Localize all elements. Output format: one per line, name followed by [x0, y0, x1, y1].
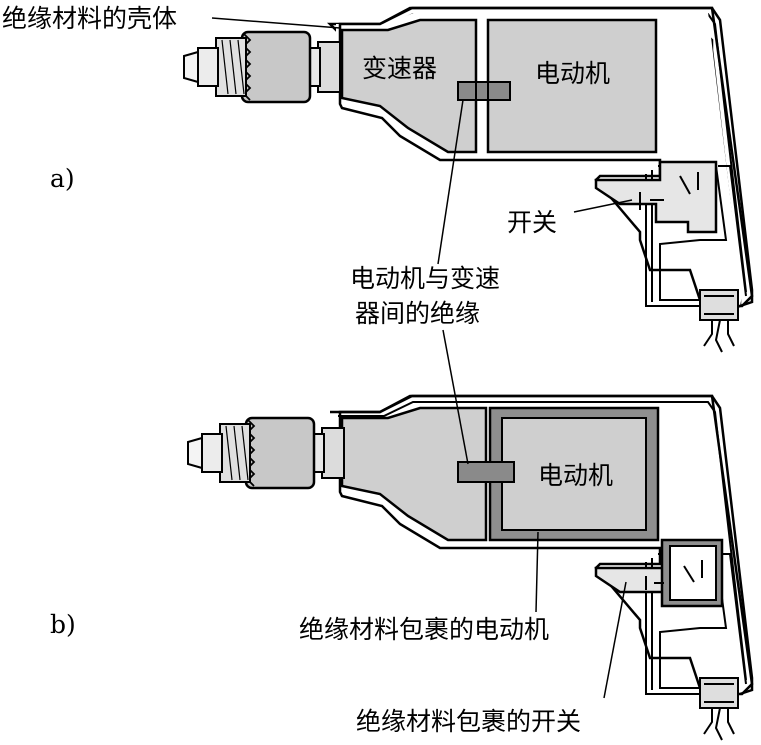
drill-a-switch-leader: [573, 199, 633, 213]
label-wrapped-switch: 绝缘材料包裹的开关: [356, 707, 581, 736]
label-insulation-line1: 电动机与变速: [350, 264, 500, 293]
label-wrapped-motor: 绝缘材料包裹的电动机: [299, 615, 549, 644]
drill-a-chuck: [183, 30, 341, 104]
label-shell: 绝缘材料的壳体: [2, 4, 177, 33]
drill-b-switch-leader: [603, 581, 627, 699]
drill-b-motor-leader: [535, 531, 539, 613]
drill-a-gearbox: [340, 18, 478, 154]
drill-b-gearbox: [340, 406, 488, 542]
drill-b-chuck: [187, 416, 345, 490]
label-motor-a: 电动机: [535, 59, 610, 88]
caption-b: b): [50, 610, 76, 639]
drill-a-shell-leader: [211, 17, 341, 29]
drill-a-insulation-leader: [437, 99, 464, 265]
drill-a-switch: [594, 160, 718, 234]
drill-b-insulation-leader: [442, 329, 469, 465]
drill-b-plug: [699, 677, 739, 709]
label-insulation-line2: 器间的绝缘: [355, 299, 480, 328]
drill-a: [183, 6, 754, 353]
drill-b: [187, 329, 754, 741]
drill-b-switch: [669, 545, 717, 601]
drill-a-plug: [699, 289, 739, 321]
drill-b-trigger: [594, 566, 666, 594]
caption-a: a): [50, 164, 75, 193]
label-motor-b: 电动机: [538, 461, 613, 490]
label-gearbox-a: 变速器: [362, 54, 437, 83]
drill-b-insulation-block: [457, 461, 515, 483]
drill-b-motor: [501, 417, 647, 531]
drill-a-insulation-block: [457, 81, 511, 101]
drill-a-shell: [338, 6, 754, 308]
drill-a-motor: [486, 18, 658, 154]
label-switch-a: 开关: [507, 208, 557, 237]
drill-b-shell: [338, 394, 754, 696]
